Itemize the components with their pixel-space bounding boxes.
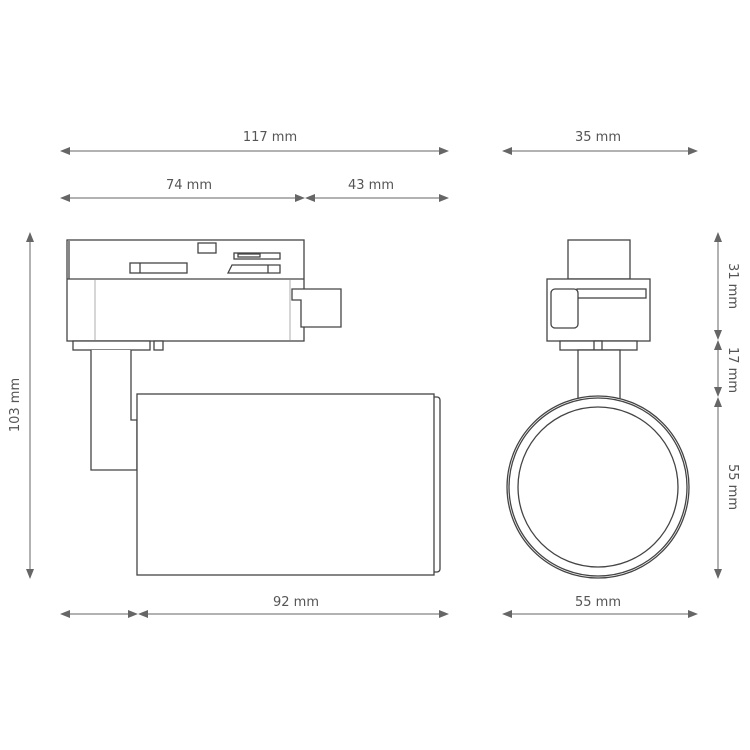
label-head-diameter: 55 mm [575, 595, 621, 610]
dimension-labels: 117 mm 74 mm 43 mm 35 mm 103 mm 31 mm 17… [8, 130, 740, 610]
label-overhang-length: 43 mm [348, 178, 394, 193]
adapter-tab [197, 242, 217, 254]
adapter-clip [291, 288, 342, 328]
head-lens [517, 406, 679, 568]
label-adapter-width: 35 mm [575, 130, 621, 145]
side-view [66, 239, 441, 576]
label-adapter-length: 74 mm [166, 178, 212, 193]
adapter-top [567, 239, 631, 280]
adapter-slot [129, 262, 188, 274]
spotlight-head [136, 393, 435, 576]
head-outer-ring [506, 395, 690, 579]
label-stem-height: 17 mm [725, 347, 740, 393]
stem-front [577, 349, 621, 403]
stem [90, 350, 138, 471]
label-total-height: 103 mm [8, 378, 23, 432]
dimension-lines [26, 147, 722, 618]
label-head-height: 55 mm [725, 464, 740, 510]
label-total-length: 117 mm [243, 130, 297, 145]
mount-plate [72, 340, 151, 351]
label-head-length: 92 mm [273, 595, 319, 610]
label-adapter-height: 31 mm [725, 263, 740, 309]
adapter-knob [550, 288, 579, 329]
front-view [506, 239, 690, 579]
